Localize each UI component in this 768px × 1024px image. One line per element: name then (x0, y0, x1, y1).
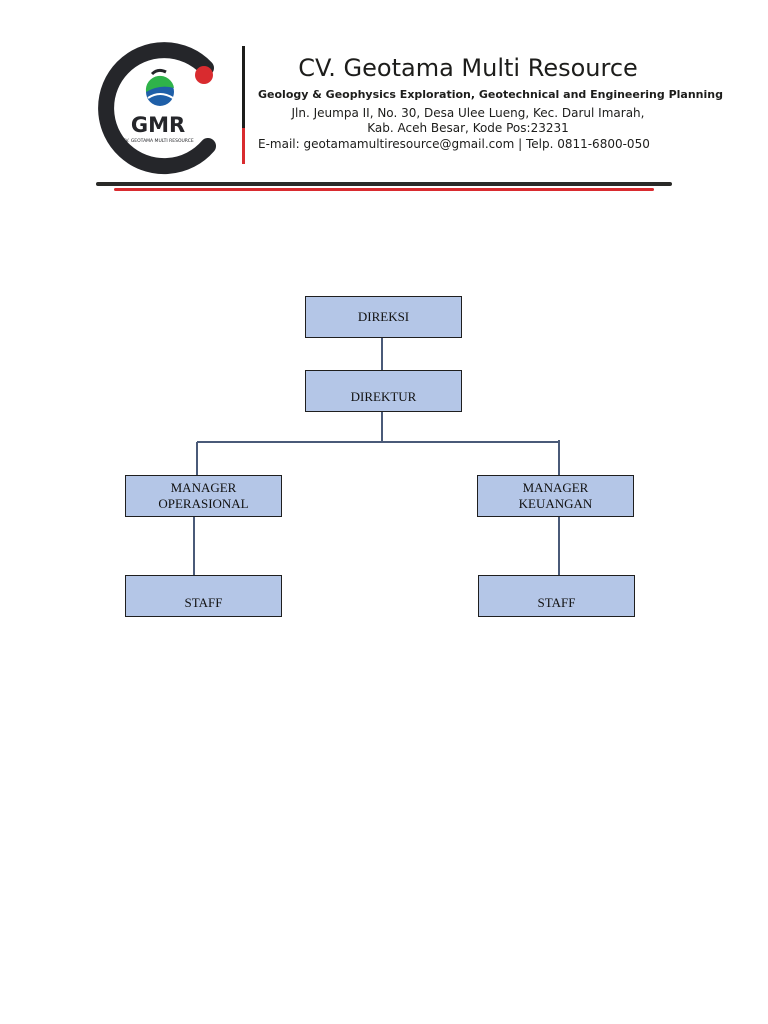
logo-text: GMR (131, 113, 185, 137)
org-label-direksi: DIREKSI (357, 309, 410, 324)
header-divider-accent (242, 128, 245, 164)
org-box-direktur: DIREKTUR (305, 370, 462, 412)
org-box-staff-keuangan: STAFF (478, 575, 635, 617)
address-line-1: Jln. Jeumpa II, No. 30, Desa Ulee Lueng,… (291, 106, 645, 120)
org-label-manager-operasional: MANAGER OPERASIONAL (158, 480, 249, 511)
org-label-direktur: DIREKTUR (350, 389, 417, 404)
org-label-staff-keuangan: STAFF (537, 595, 576, 610)
gmr-logo: GMR CV. GEOTAMA MULTI RESOURCE (98, 42, 216, 175)
org-box-direksi: DIREKSI (305, 296, 462, 338)
address-line-2: Kab. Aceh Besar, Kode Pos:23231 (367, 121, 569, 135)
org-box-manager-operasional: MANAGER OPERASIONAL (125, 475, 282, 517)
org-label-manager-keuangan: MANAGER KEUANGAN (518, 480, 593, 511)
header-divider (242, 46, 245, 130)
logo-subtext: CV. GEOTAMA MULTI RESOURCE (122, 138, 194, 144)
contact-line: E-mail: geotamamultiresource@gmail.com |… (258, 137, 650, 151)
company-name: CV. Geotama Multi Resource (298, 54, 638, 82)
org-box-staff-operasional: STAFF (125, 575, 282, 617)
org-label-staff-operasional: STAFF (184, 595, 223, 610)
header-rule-accent (114, 188, 654, 191)
org-box-manager-keuangan: MANAGER KEUANGAN (477, 475, 634, 517)
header-rule (96, 182, 672, 186)
letterhead: GMR CV. GEOTAMA MULTI RESOURCE CV. Geota… (0, 0, 768, 200)
company-tagline: Geology & Geophysics Exploration, Geotec… (258, 88, 723, 101)
